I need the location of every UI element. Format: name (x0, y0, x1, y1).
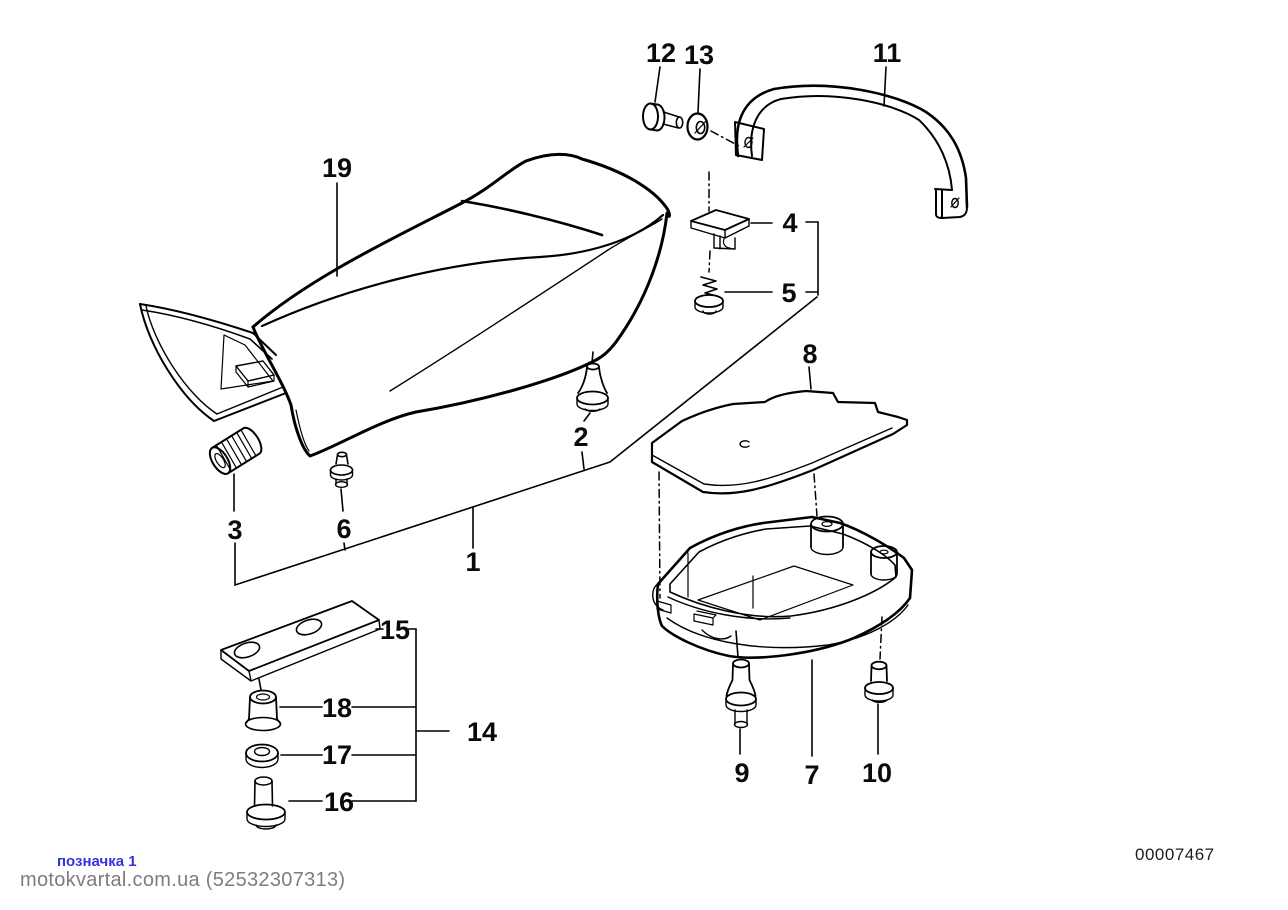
hardware-group-leaders (279, 628, 450, 802)
mounting-plate-drawing (220, 600, 381, 691)
grommet-washer-drawing (245, 743, 279, 769)
part-label-19: 19 (322, 153, 352, 183)
part-label-14: 14 (467, 717, 497, 747)
part-label-13: 13 (684, 40, 714, 70)
part-label-11: 11 (873, 38, 902, 68)
part-label-16: 16 (324, 787, 354, 817)
document-number: 00007467 (1135, 845, 1215, 864)
bushing-drawing (244, 689, 282, 732)
seat-drawing (139, 152, 671, 458)
part-label-8: 8 (802, 339, 817, 369)
part-label-15: 15 (380, 615, 410, 645)
part-label-3: 3 (227, 515, 242, 545)
watermark-text: motokvartal.com.ua (52532307313) (20, 869, 346, 891)
part-label-12: 12 (646, 38, 676, 68)
part-label-4: 4 (782, 208, 797, 238)
seat-nose-frame (139, 303, 287, 422)
part-labels: 1 2 3 4 5 6 7 8 9 10 11 12 13 14 15 16 1… (227, 38, 901, 817)
storage-box-lid-drawing (650, 366, 909, 599)
part-label-17: 17 (322, 740, 352, 770)
thumb-screw-drawing (208, 426, 263, 586)
part-label-6: 6 (336, 514, 351, 544)
part-label-7: 7 (804, 760, 819, 790)
rubber-plug-right-drawing (864, 616, 894, 755)
washer-grommet-drawing (686, 68, 740, 147)
bolt-drawing (642, 66, 684, 132)
rivet-drawing (246, 776, 286, 830)
storage-box-tray-drawing (652, 515, 914, 757)
seat-bracket-drawing (690, 171, 819, 250)
rubber-plug-left-drawing (725, 630, 757, 755)
part-label-1: 1 (465, 547, 480, 577)
part-label-10: 10 (862, 758, 892, 788)
mark-link[interactable]: позначка 1 (57, 853, 137, 870)
screw-drawing (694, 250, 819, 315)
part-label-2: 2 (573, 422, 588, 452)
rubber-buffer-tall-drawing (576, 351, 609, 470)
assembly-leader-line (234, 296, 818, 586)
part-label-18: 18 (322, 693, 352, 723)
grab-handle-drawing (734, 66, 969, 219)
part-label-5: 5 (781, 278, 796, 308)
part-label-9: 9 (734, 758, 749, 788)
